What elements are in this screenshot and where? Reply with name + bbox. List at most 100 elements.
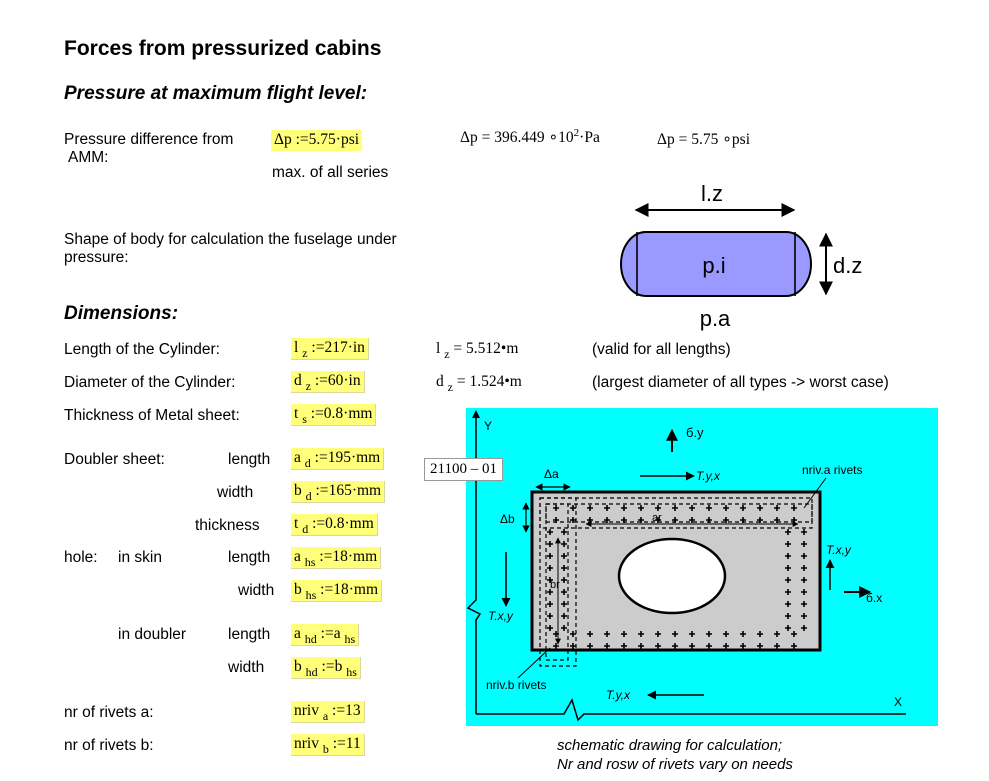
rivet-mark (570, 517, 576, 523)
rivet-row-b-box (539, 497, 577, 667)
hole-skin-width-input[interactable]: b hs :=18·mm (291, 580, 383, 602)
rivets-a-label: nr of rivets a: (64, 704, 154, 721)
tau-xy-right-label: T.x,y (826, 543, 852, 557)
rivet-mark (621, 505, 627, 511)
length-cylinder-note: (valid for all lengths) (592, 341, 731, 358)
hole-skin-length-label: length (228, 549, 271, 566)
rivet-mark (570, 631, 576, 637)
thickness-sheet-label: Thickness of Metal sheet: (64, 407, 240, 424)
doubler-thickness-input[interactable]: t d :=0.8·mm (291, 514, 378, 536)
length-cylinder-result: l z = 5.512•m (436, 340, 519, 361)
hole-ellipse (617, 537, 727, 615)
rivets-a-input[interactable]: nriv a :=13 (291, 701, 365, 723)
rivet-mark (740, 643, 746, 649)
rivet-mark (604, 643, 610, 649)
rivets-b-input[interactable]: nriv b :=11 (291, 734, 365, 756)
doubler-width-label: width (217, 484, 254, 501)
rivet-mark (801, 589, 807, 595)
cylinder-diagram: l.z p.i d.z p.a (620, 181, 862, 331)
rivet-mark (638, 631, 644, 637)
nriv-b-leader (517, 647, 551, 679)
rivet-mark (547, 601, 553, 607)
pressure-heading: Pressure at maximum flight level: (64, 83, 368, 104)
delta-b-label: Δb (500, 512, 515, 526)
y-axis (466, 413, 482, 714)
sigma-y-label: б.y (686, 425, 704, 440)
hole-doubler-length-input[interactable]: a hd :=a hs (291, 624, 360, 646)
rivet-mark (547, 577, 553, 583)
rivet-mark (638, 505, 644, 511)
diameter-cylinder-note: (largest diameter of all types -> worst … (592, 374, 889, 391)
rivet-mark (740, 631, 746, 637)
rivet-mark (785, 565, 791, 571)
dimensions-heading: Dimensions: (64, 303, 179, 324)
rivet-mark (757, 631, 763, 637)
rivet-mark (672, 505, 678, 511)
rivet-mark (547, 541, 553, 547)
rivet-mark (801, 601, 807, 607)
length-cylinder-input[interactable]: l z :=217·in (291, 338, 369, 360)
doubler-length-input[interactable]: a d :=195·mm (291, 448, 385, 470)
diameter-cylinder-input[interactable]: d z :=60·in (291, 371, 365, 393)
rivet-mark (791, 505, 797, 511)
doubler-label: Doubler sheet: (64, 451, 165, 468)
rivet-mark (791, 631, 797, 637)
doubler-width-input[interactable]: b d :=165·mm (291, 481, 386, 503)
rivet-mark (561, 565, 567, 571)
pressure-input[interactable]: Δp :=5.75·psi (271, 130, 363, 151)
rivet-mark (547, 625, 553, 631)
hole-skin-length-input[interactable]: a hs :=18·mm (291, 547, 382, 569)
x-axis-label: X (894, 695, 902, 709)
hole-label: hole: (64, 549, 98, 566)
rivet-mark (547, 529, 553, 535)
nriv-a-label: nriv.a rivets (802, 463, 862, 477)
rivet-mark (547, 613, 553, 619)
y-axis-arrow (472, 410, 480, 418)
diameter-cylinder-label: Diameter of the Cylinder: (64, 374, 236, 391)
rivet-mark (801, 613, 807, 619)
rivet-mark (740, 505, 746, 511)
thickness-sheet-input[interactable]: t s :=0.8·mm (291, 404, 377, 426)
hole-doubler-width-input[interactable]: b hd :=b hs (291, 657, 361, 679)
rivet-mark (785, 577, 791, 583)
rivet-mark (561, 589, 567, 595)
rivet-mark (561, 529, 567, 535)
rivet-mark (587, 643, 593, 649)
pressure-label: Pressure difference from AMM: (64, 131, 234, 166)
rivet-mark (801, 625, 807, 631)
rivet-mark (801, 565, 807, 571)
rivet-mark (801, 553, 807, 559)
x-axis (476, 698, 906, 722)
hole-doubler-length-label: length (228, 626, 271, 643)
rivet-mark (757, 505, 763, 511)
drawing-reference-tag: 21100 – 01 (424, 458, 503, 481)
rivet-mark (672, 631, 678, 637)
rivet-mark (689, 631, 695, 637)
rivet-mark (672, 643, 678, 649)
hole-skin-label: in skin (118, 549, 162, 566)
rivet-mark (587, 505, 593, 511)
outer-pressure-label: p.a (700, 306, 731, 331)
drawing-caption: schematic drawing for calculation; Nr an… (557, 737, 793, 773)
rivet-mark (723, 631, 729, 637)
hole-doubler-width-label: width (228, 659, 265, 676)
rivet-mark (561, 577, 567, 583)
rivet-mark (570, 643, 576, 649)
length-cylinder-label: Length of the Cylinder: (64, 341, 220, 358)
ar-label: ar (652, 512, 662, 524)
rivet-mark (553, 505, 559, 511)
rivet-mark (655, 505, 661, 511)
pressure-note: max. of all series (272, 164, 389, 181)
rivet-mark (757, 643, 763, 649)
rivet-mark (785, 625, 791, 631)
rivet-mark (553, 517, 559, 523)
nriv-b-label: nriv.b rivets (486, 678, 546, 692)
nriv-a-leader (803, 477, 827, 509)
rivet-mark (774, 643, 780, 649)
hole-skin-width-label: width (238, 582, 275, 599)
y-axis-label: Y (484, 419, 492, 433)
rivet-mark (785, 529, 791, 535)
rivet-mark (638, 643, 644, 649)
rivet-mark (604, 631, 610, 637)
rivet-mark (785, 589, 791, 595)
